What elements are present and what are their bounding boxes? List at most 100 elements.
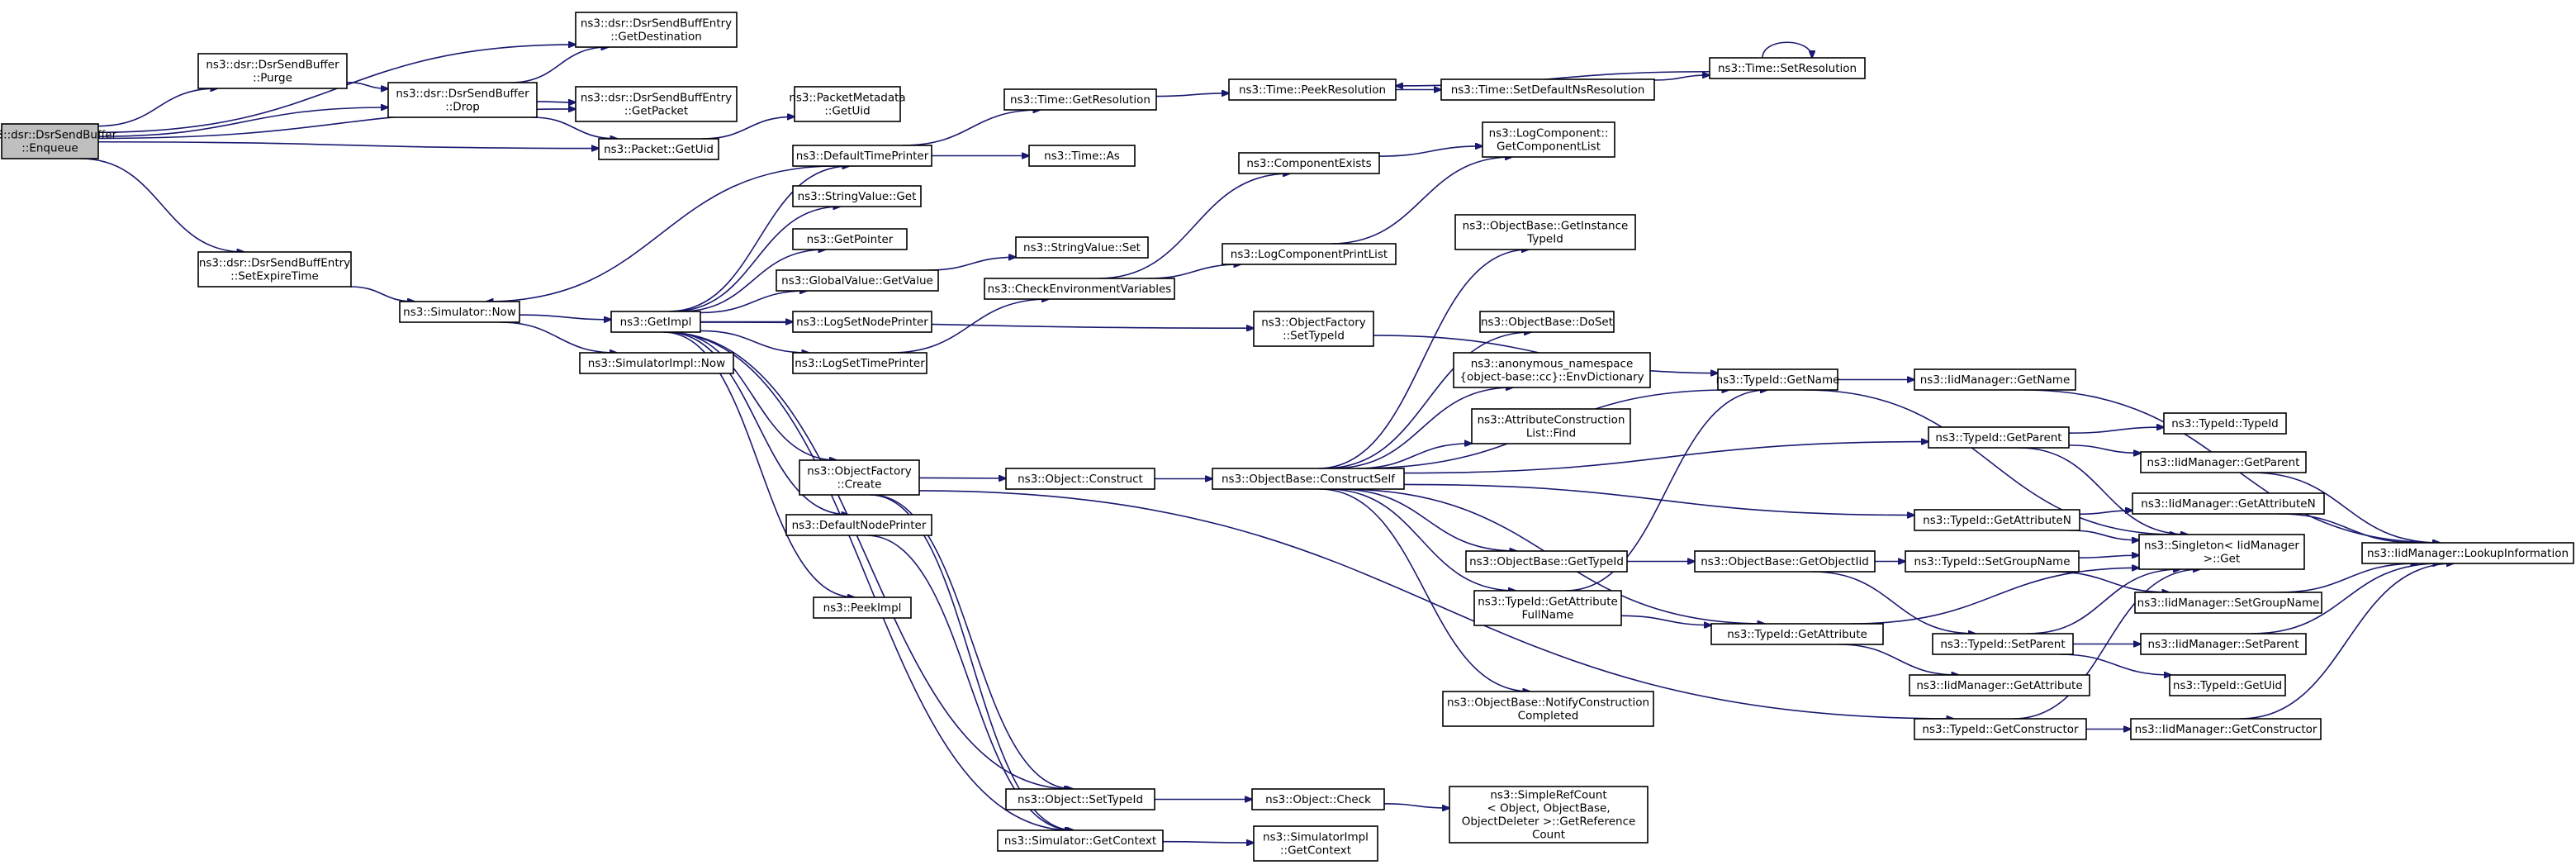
node-box[interactable]: [1, 123, 99, 159]
node-iidgetname[interactable]: ns3::IidManager::GetName: [1914, 368, 2076, 391]
node-iidgetctor[interactable]: ns3::IidManager::GetConstructor: [2130, 718, 2322, 740]
node-obgetoiid[interactable]: ns3::ObjectBase::GetObjectIid: [1694, 550, 1876, 573]
node-singleton[interactable]: ns3::Singleton< IidManager >::Get: [2138, 534, 2305, 570]
node-objconstruct[interactable]: ns3::Object::Construct: [1005, 468, 1155, 490]
node-getpacket[interactable]: ns3::dsr::DsrSendBuffEntry::GetPacket: [575, 86, 738, 122]
node-obconstructself[interactable]: ns3::ObjectBase::ConstructSelf: [1212, 468, 1405, 490]
node-obgettid[interactable]: ns3::ObjectBase::GetTypeId: [1465, 550, 1628, 573]
node-box[interactable]: [1003, 88, 1157, 111]
node-peekimpl[interactable]: ns3::PeekImpl: [813, 596, 912, 619]
node-box[interactable]: [799, 459, 920, 496]
node-drop[interactable]: ns3::dsr::DsrSendBuffer::Drop: [387, 82, 538, 118]
node-box[interactable]: [1473, 590, 1622, 626]
node-box[interactable]: [792, 228, 908, 250]
node-box[interactable]: [1694, 550, 1876, 573]
node-box[interactable]: [1453, 352, 1651, 388]
node-box[interactable]: [1914, 368, 2076, 391]
node-box[interactable]: [1440, 78, 1655, 101]
node-box[interactable]: [792, 352, 927, 374]
node-srcget[interactable]: ns3::SimpleRefCount< Object, ObjectBase,…: [1449, 786, 1649, 844]
node-box[interactable]: [2132, 492, 2325, 515]
node-box[interactable]: [1005, 468, 1155, 490]
node-tidgetattr[interactable]: ns3::TypeId::GetAttribute: [1710, 623, 1884, 645]
node-box[interactable]: [776, 269, 939, 292]
node-lcgcl[interactable]: ns3::LogComponent::GetComponentList: [1482, 121, 1615, 158]
node-tidgetparent[interactable]: ns3::TypeId::GetParent: [1928, 426, 2070, 449]
node-box[interactable]: [1479, 311, 1615, 333]
node-timeas[interactable]: ns3::Time::As: [1028, 145, 1136, 167]
node-tidtid[interactable]: ns3::TypeId::TypeId: [2163, 412, 2287, 435]
node-box[interactable]: [575, 86, 738, 122]
node-tidsetparent[interactable]: ns3::TypeId::SetParent: [1932, 633, 2074, 655]
node-box[interactable]: [1253, 311, 1374, 347]
node-box[interactable]: [792, 311, 932, 333]
node-getpointer[interactable]: ns3::GetPointer: [792, 228, 908, 250]
node-box[interactable]: [813, 596, 912, 619]
node-settimeres[interactable]: ns3::Time::SetResolution: [1709, 57, 1866, 79]
node-obnotify[interactable]: ns3::ObjectBase::NotifyConstructionCompl…: [1442, 691, 1654, 727]
node-tidgetctor[interactable]: ns3::TypeId::GetConstructor: [1914, 718, 2087, 740]
node-box[interactable]: [1222, 243, 1397, 265]
node-iidlookup[interactable]: ns3::IidManager::LookupInformation: [2361, 542, 2574, 564]
node-box[interactable]: [1717, 368, 1838, 391]
node-pmuid[interactable]: ns3::PacketMetadata::GetUid: [789, 86, 906, 122]
node-setexpire[interactable]: ns3::dsr::DsrSendBuffEntry::SetExpireTim…: [197, 251, 352, 288]
node-box[interactable]: [1449, 786, 1649, 844]
node-iidsetparent[interactable]: ns3::IidManager::SetParent: [2140, 633, 2307, 655]
node-box[interactable]: [984, 278, 1175, 300]
node-box[interactable]: [1482, 121, 1615, 158]
node-lcpl[interactable]: ns3::LogComponentPrintList: [1222, 243, 1397, 265]
node-box[interactable]: [387, 82, 538, 118]
node-box[interactable]: [785, 514, 932, 536]
node-box[interactable]: [610, 311, 701, 333]
node-box[interactable]: [1015, 236, 1149, 259]
node-iidsetgroup[interactable]: ns3::IidManager::SetGroupName: [2134, 592, 2322, 614]
node-box[interactable]: [997, 829, 1164, 852]
node-box[interactable]: [1709, 57, 1866, 79]
node-dnp[interactable]: ns3::DefaultNodePrinter: [785, 514, 932, 536]
node-box[interactable]: [1928, 426, 2070, 449]
node-box[interactable]: [792, 185, 922, 207]
node-lsnp[interactable]: ns3::LogSetNodePrinter: [792, 311, 932, 333]
node-box[interactable]: [1005, 788, 1155, 810]
node-box[interactable]: [2140, 451, 2307, 473]
node-getimpl[interactable]: ns3::GetImpl: [610, 311, 701, 333]
node-iidgetparent[interactable]: ns3::IidManager::GetParent: [2140, 451, 2307, 473]
node-box[interactable]: [2134, 592, 2322, 614]
node-simimplnow[interactable]: ns3::SimulatorImpl::Now: [579, 352, 734, 374]
node-objcheck[interactable]: ns3::Object::Check: [1251, 788, 1385, 810]
node-tidsetgroup[interactable]: ns3::TypeId::SetGroupName: [1905, 550, 2080, 573]
node-iidgetattr[interactable]: ns3::IidManager::GetAttribute: [1909, 674, 2090, 696]
node-envdict[interactable]: ns3::anonymous_namespace{object-base::cc…: [1453, 352, 1651, 388]
node-box[interactable]: [1228, 78, 1397, 101]
node-box[interactable]: [1914, 718, 2087, 740]
node-iidgetattrn[interactable]: ns3::IidManager::GetAttributeN: [2132, 492, 2325, 515]
node-cev[interactable]: ns3::CheckEnvironmentVariables: [984, 278, 1175, 300]
node-gvget[interactable]: ns3::GlobalValue::GetValue: [776, 269, 939, 292]
node-box[interactable]: [197, 53, 348, 89]
node-purge[interactable]: ns3::dsr::DsrSendBuffer::Purge: [197, 53, 348, 89]
node-box[interactable]: [2169, 674, 2286, 696]
node-tidgetuid[interactable]: ns3::TypeId::GetUid: [2169, 674, 2286, 696]
node-box[interactable]: [579, 352, 734, 374]
node-box[interactable]: [794, 86, 901, 122]
node-tidgetname[interactable]: ns3::TypeId::GetName: [1716, 368, 1840, 391]
node-box[interactable]: [1253, 825, 1378, 862]
node-box[interactable]: [2140, 633, 2307, 655]
node-compexists[interactable]: ns3::ComponentExists: [1238, 152, 1380, 174]
node-box[interactable]: [575, 12, 738, 48]
node-box[interactable]: [1909, 674, 2090, 696]
node-box[interactable]: [2163, 412, 2287, 435]
node-box[interactable]: [1710, 623, 1884, 645]
node-box[interactable]: [1442, 691, 1654, 727]
node-box[interactable]: [1454, 214, 1636, 250]
node-pktuid[interactable]: ns3::Packet::GetUid: [598, 138, 719, 160]
node-box[interactable]: [1905, 550, 2080, 573]
node-tidgetattrn[interactable]: ns3::TypeId::GetAttributeN: [1914, 509, 2080, 531]
node-box[interactable]: [1238, 152, 1380, 174]
node-box[interactable]: [2138, 534, 2305, 570]
node-box[interactable]: [399, 301, 520, 323]
node-obdoset[interactable]: ns3::ObjectBase::DoSet: [1479, 311, 1615, 333]
node-enqueue[interactable]: ns3::dsr::DsrSendBuffer::Enqueue: [0, 123, 117, 159]
